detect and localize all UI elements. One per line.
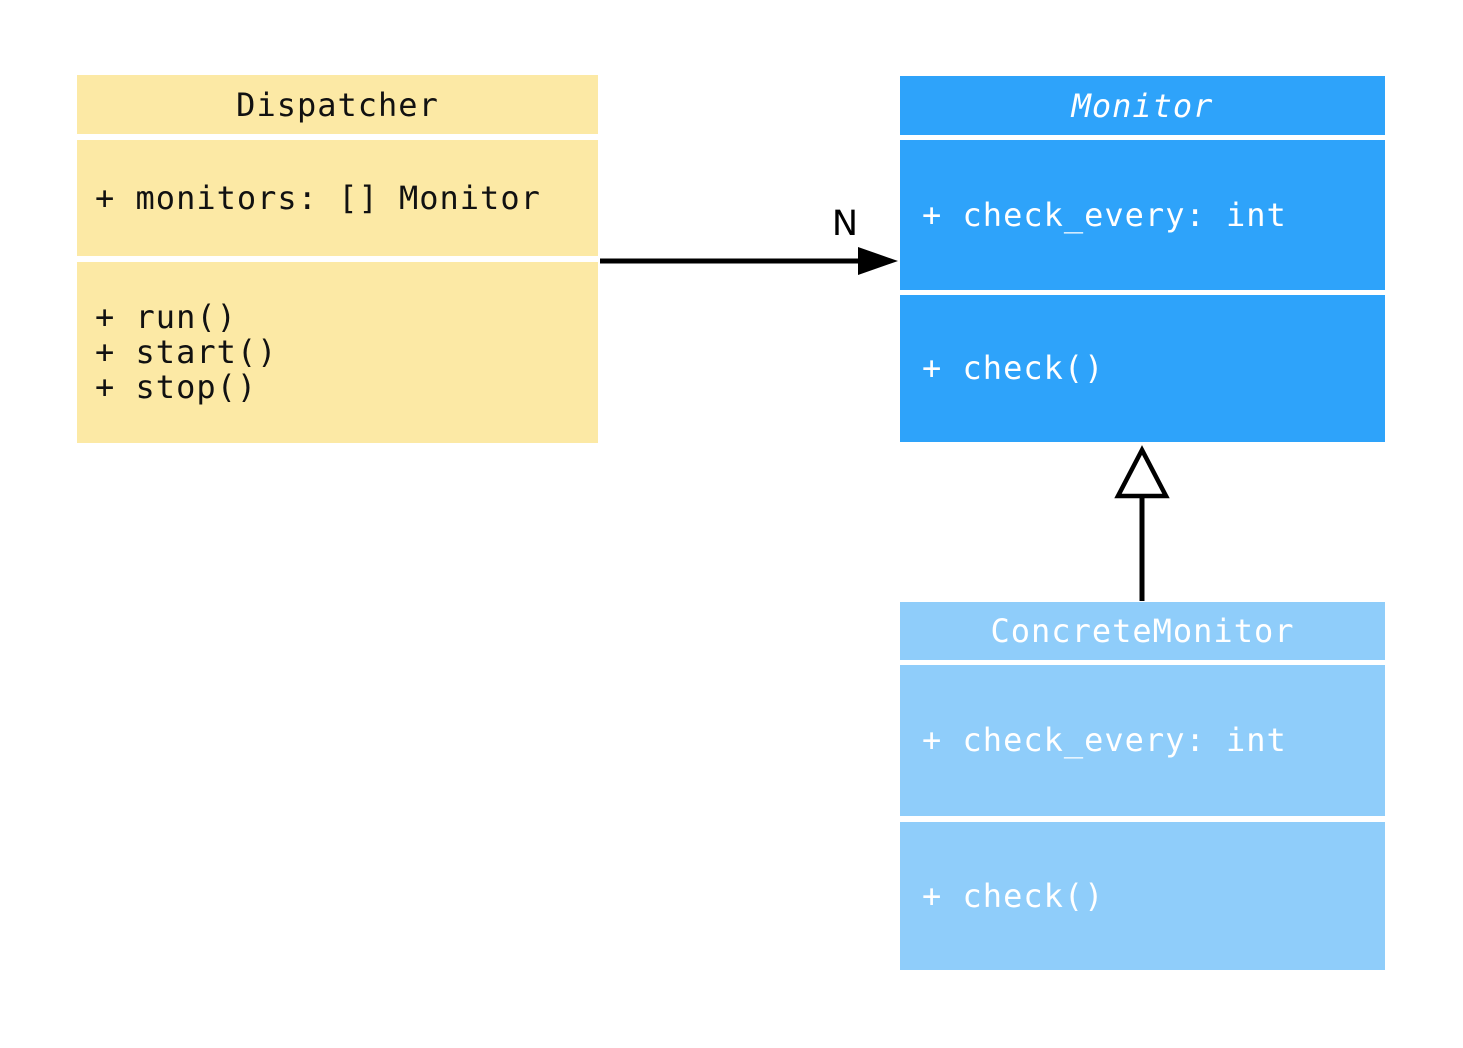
attribute-check-every: + check_every: int	[922, 721, 1287, 759]
class-concrete-monitor: ConcreteMonitor + check_every: int + che…	[900, 602, 1385, 970]
method-run: + run()	[95, 298, 237, 336]
class-monitor-methods-section: + check()	[900, 295, 1385, 442]
class-dispatcher: Dispatcher + monitors: [] Monitor + run(…	[77, 75, 598, 443]
class-concrete-monitor-methods-section: + check()	[900, 822, 1385, 970]
class-monitor-title: Monitor	[900, 76, 1385, 135]
method-start: + start()	[95, 333, 278, 371]
class-concrete-monitor-title: ConcreteMonitor	[900, 602, 1385, 660]
class-dispatcher-title: Dispatcher	[77, 75, 598, 134]
method-check: + check()	[922, 349, 1105, 387]
class-monitor-attributes-section: + check_every: int	[900, 140, 1385, 290]
class-concrete-monitor-attributes-section: + check_every: int	[900, 665, 1385, 816]
class-dispatcher-attributes-section: + monitors: [] Monitor	[77, 140, 598, 256]
inheritance-triangle-icon	[1114, 445, 1170, 499]
attribute-check-every: + check_every: int	[922, 195, 1287, 234]
association-arrowhead-icon	[858, 247, 898, 275]
association-multiplicity-label: N	[831, 204, 859, 244]
method-stop: + stop()	[95, 368, 258, 406]
method-check: + check()	[922, 876, 1105, 915]
attribute-monitors: + monitors: [] Monitor	[95, 178, 541, 217]
class-dispatcher-methods-section: + run() + start() + stop()	[77, 262, 598, 443]
class-monitor: Monitor + check_every: int + check()	[900, 76, 1385, 442]
